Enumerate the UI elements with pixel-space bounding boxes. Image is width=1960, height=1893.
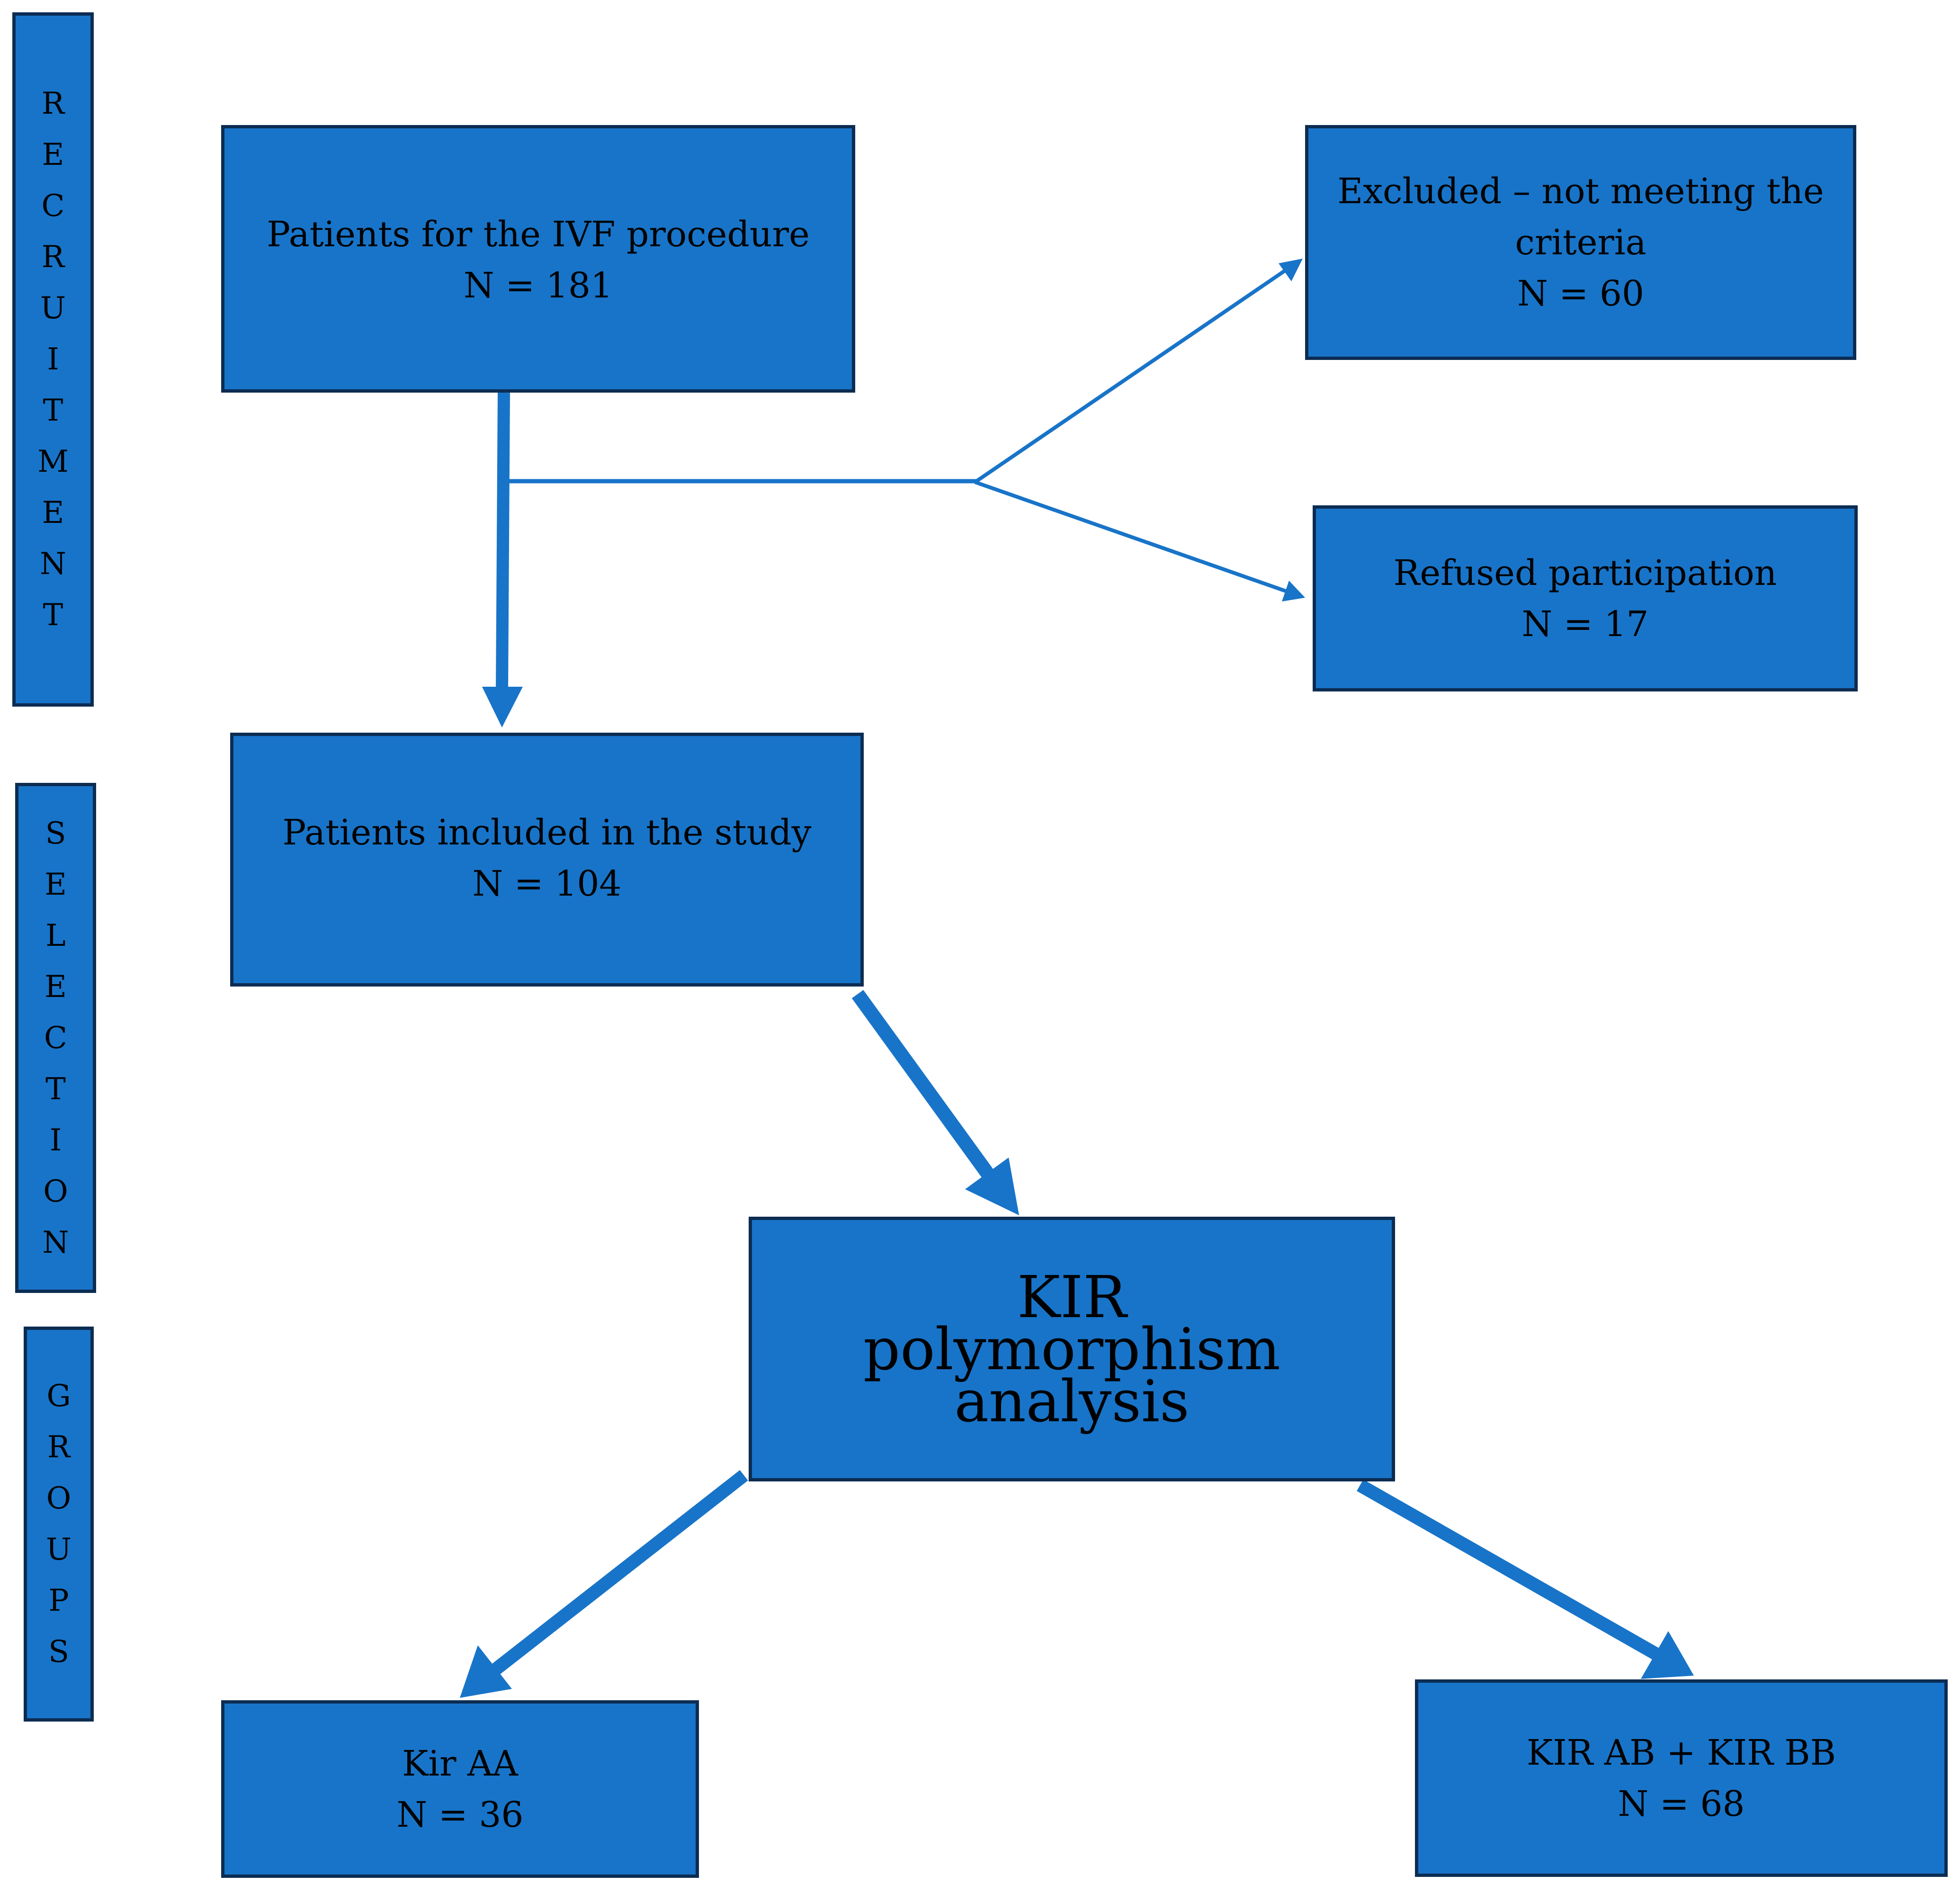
box-title: Patients for the IVF procedure xyxy=(267,214,810,255)
stage-letter: P xyxy=(48,1583,69,1618)
box-excluded: Excluded – not meeting the criteria N = … xyxy=(1305,125,1856,360)
box-title: Patients included in the study xyxy=(282,812,812,853)
box-title: Refused participation xyxy=(1393,552,1777,593)
stage-letter: E xyxy=(42,495,64,530)
arrow-included-to-kir xyxy=(851,990,996,1181)
stage-letter: I xyxy=(47,342,59,377)
box-title: KIR polymorphism analysis xyxy=(863,1263,1280,1435)
stage-letter: R xyxy=(41,86,65,121)
box-included: Patients included in the study N = 104 xyxy=(230,733,864,987)
stage-letter: M xyxy=(37,444,69,479)
box-kir-aa: Kir AA N = 36 xyxy=(221,1700,699,1878)
stage-letter: S xyxy=(48,1634,69,1669)
box-kir-analysis: KIR polymorphism analysis xyxy=(749,1217,1395,1481)
box-count: N = 104 xyxy=(472,863,622,904)
stage-letter: T xyxy=(45,1071,66,1107)
stage-letter: G xyxy=(46,1379,71,1414)
arrow-to-excluded xyxy=(974,267,1289,484)
box-count: N = 17 xyxy=(1521,603,1649,645)
arrowhead-kir xyxy=(965,1157,1019,1215)
stage-letter: T xyxy=(43,598,63,633)
arrowhead-excluded xyxy=(1279,259,1303,281)
stage-letter: U xyxy=(46,1532,72,1567)
arrow-to-refused xyxy=(974,480,1288,593)
stage-letter: N xyxy=(40,547,66,582)
stage-letter: R xyxy=(41,240,65,275)
stage-letter: I xyxy=(49,1122,62,1158)
stage-letter: C xyxy=(44,1020,67,1056)
arrow-kir-to-aa xyxy=(488,1470,748,1678)
box-count: N = 68 xyxy=(1618,1783,1745,1824)
stage-letter: E xyxy=(45,969,67,1005)
arrowhead-aa xyxy=(460,1645,512,1698)
arrowhead-refused xyxy=(1282,581,1305,601)
stage-letter: T xyxy=(43,393,63,428)
box-title: KIR AB + KIR BB xyxy=(1526,1732,1836,1773)
box-count: N = 60 xyxy=(1517,273,1644,314)
stage-letter: E xyxy=(42,137,64,172)
box-count: N = 36 xyxy=(396,1794,524,1835)
box-refused: Refused participation N = 17 xyxy=(1313,505,1858,691)
arrowhead-ab-bb xyxy=(1641,1631,1694,1679)
stage-letter: R xyxy=(47,1430,71,1465)
arrow-ivf-to-included xyxy=(496,392,510,692)
stage-letter: O xyxy=(46,1481,72,1516)
stage-letter: L xyxy=(45,918,66,953)
stage-letter: E xyxy=(45,867,67,902)
box-count: N = 181 xyxy=(463,265,613,306)
stage-letter: U xyxy=(40,291,66,326)
stage-letter: C xyxy=(41,188,65,224)
stage-letter: N xyxy=(42,1225,69,1260)
stage-letter: S xyxy=(45,816,66,851)
box-kir-ab-bb: KIR AB + KIR BB N = 68 xyxy=(1415,1679,1948,1877)
arrow-kir-to-ab-bb xyxy=(1357,1479,1661,1661)
box-ivf-patients: Patients for the IVF procedure N = 181 xyxy=(221,125,855,393)
stage-letter: O xyxy=(43,1174,68,1209)
box-title: Excluded – not meeting the criteria xyxy=(1337,171,1824,263)
box-title: Kir AA xyxy=(402,1743,518,1784)
arrowhead-included xyxy=(482,687,523,727)
